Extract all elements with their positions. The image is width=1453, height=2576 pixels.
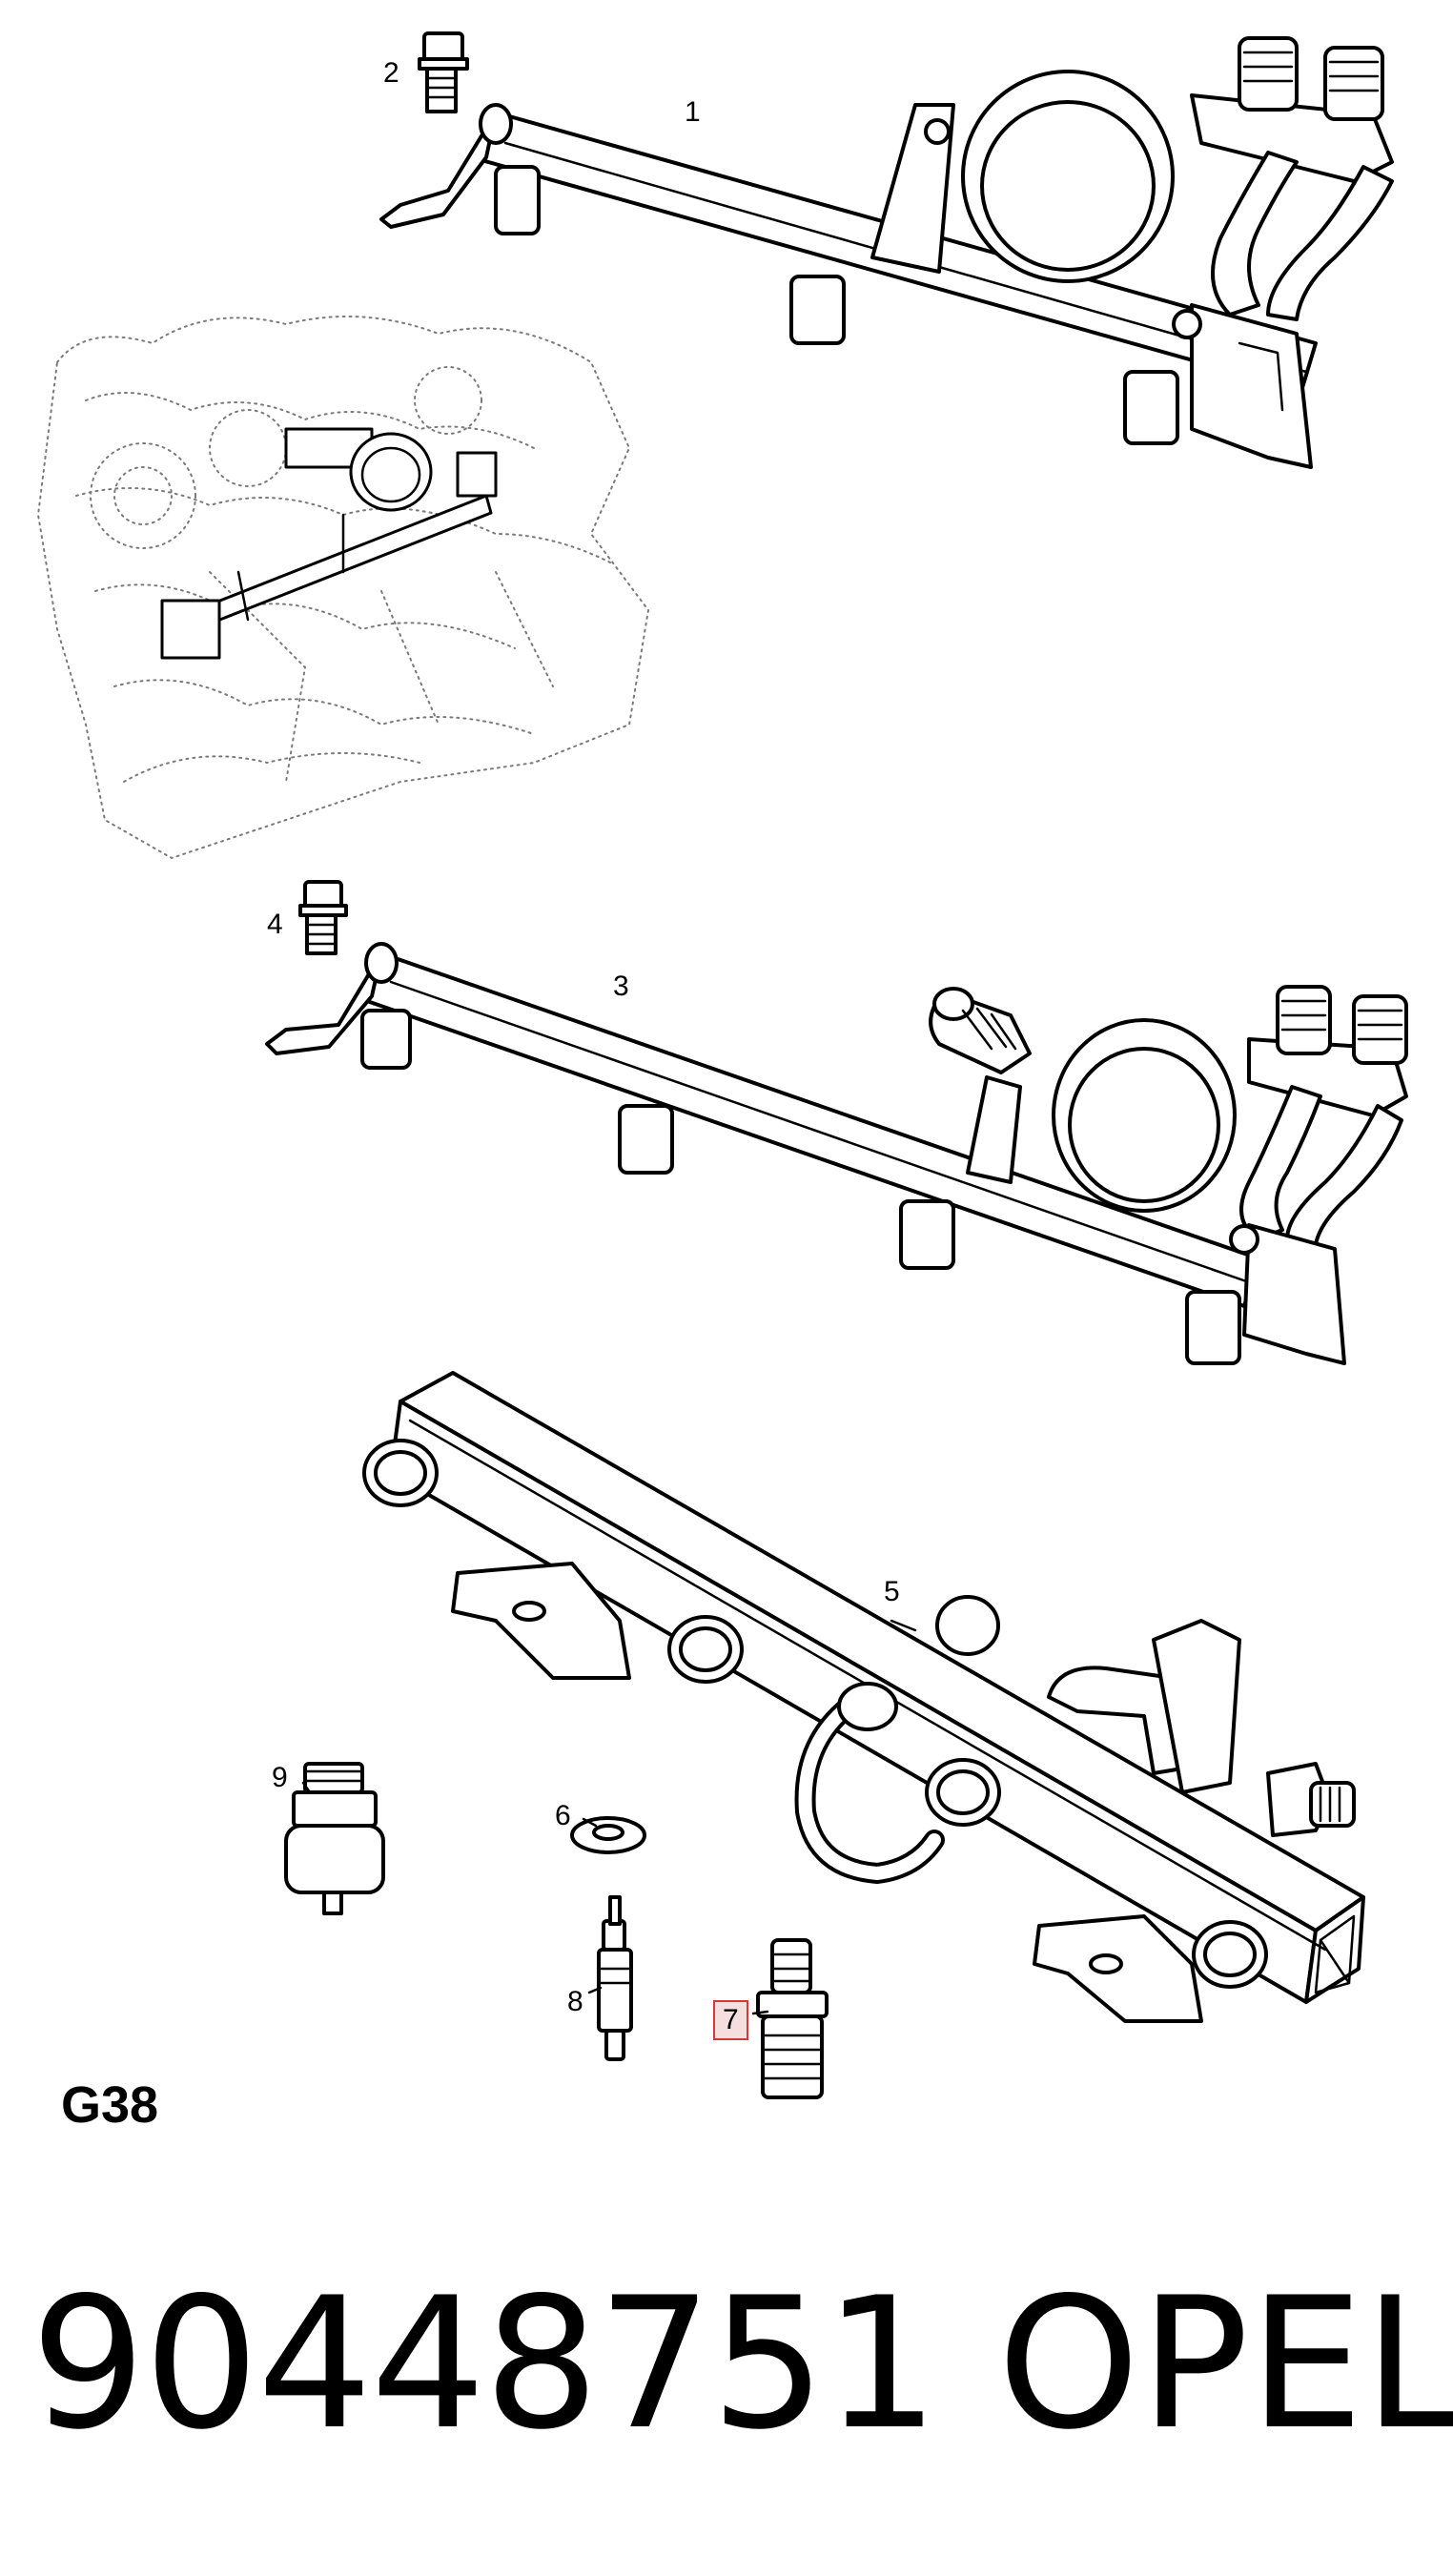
washer-6 <box>570 1816 646 1854</box>
callout-3: 3 <box>613 971 629 1002</box>
callout-1: 1 <box>685 96 701 128</box>
callout-9: 9 <box>272 1762 288 1793</box>
callout-4: 4 <box>267 909 283 940</box>
bolt-4 <box>298 880 348 955</box>
sensor-8 <box>597 1895 633 2061</box>
part-number: 90448751 <box>31 2259 939 2469</box>
callout-2: 2 <box>383 57 399 89</box>
pressure-switch-9 <box>284 1762 385 1915</box>
fuel-rail-5 <box>362 1371 1365 2023</box>
engine-locator-view <box>36 316 650 860</box>
callout-8: 8 <box>567 1986 583 2017</box>
callout-5: 5 <box>884 1576 900 1607</box>
fuel-rail-1 <box>379 36 1394 469</box>
valve-7 <box>756 1938 829 2099</box>
brand-name: OPEL <box>997 2259 1453 2469</box>
callout-6: 6 <box>555 1800 571 1831</box>
callout-7-highlighted: 7 <box>713 2000 748 2040</box>
bolt-2 <box>418 31 469 113</box>
fuel-rail-3 <box>265 942 1408 1365</box>
sheet-id: G38 <box>61 2076 159 2134</box>
leader-lines <box>301 1619 917 2015</box>
